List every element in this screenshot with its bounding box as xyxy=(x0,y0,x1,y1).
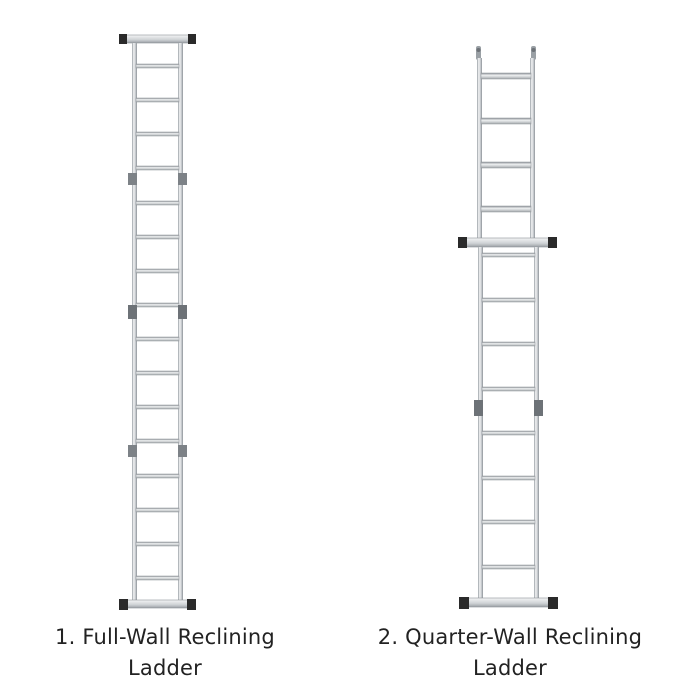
ladder-rung xyxy=(481,475,536,481)
hinge xyxy=(128,305,137,319)
ladder-rung xyxy=(135,507,180,513)
ladder-rung xyxy=(135,438,180,444)
full-wall-ladder xyxy=(119,34,196,610)
ladder-rung xyxy=(135,63,180,69)
ladder-1-top-crossbar xyxy=(123,34,193,44)
ladder-1-caption-line-1: 1. Full-Wall Reclining xyxy=(55,625,275,649)
ladder-2-mid-cap-left xyxy=(458,237,467,248)
ladder-2-caption-line-1: 2. Quarter-Wall Reclining xyxy=(377,625,643,649)
ladder-1-hinges xyxy=(128,173,187,457)
ladder-rung xyxy=(135,268,180,274)
ladder-1-top-cap-left xyxy=(119,34,127,44)
ladder-rung xyxy=(481,297,536,303)
ladder-2-rungs xyxy=(480,72,536,570)
ladder-2-upper-left-rail xyxy=(477,58,482,240)
ladder-1-caption-line-2: Ladder xyxy=(128,656,202,680)
ladder-rung xyxy=(480,205,532,213)
ladder-rung xyxy=(135,336,180,342)
ladder-2-bottom-crossbar xyxy=(463,597,555,608)
ladder-rung xyxy=(481,386,536,392)
ladder-rung xyxy=(135,165,180,171)
ladder-rung xyxy=(481,252,536,258)
ladder-2-mid-cap-right xyxy=(548,237,557,248)
hook-pin xyxy=(531,48,536,52)
quarter-wall-ladder xyxy=(458,46,558,609)
ladder-rung xyxy=(481,564,536,570)
ladder-2-foot-right xyxy=(548,597,558,609)
ladder-rung xyxy=(135,473,180,479)
ladder-2-foot-left xyxy=(459,597,469,609)
ladder-1-top-cap-right xyxy=(188,34,196,44)
ladder-2-upper-right-rail xyxy=(530,58,535,240)
hinge xyxy=(128,445,137,457)
ladder-rung xyxy=(135,541,180,547)
ladder-rung xyxy=(480,161,532,169)
ladder-rung xyxy=(135,234,180,240)
ladder-rung xyxy=(481,341,536,347)
ladder-1-right-rail xyxy=(178,43,183,603)
ladder-2-lower-right-rail xyxy=(534,247,539,599)
ladder-rung xyxy=(135,404,180,410)
hinge xyxy=(534,400,543,416)
hook-pin xyxy=(476,48,481,52)
ladder-rung xyxy=(480,72,532,80)
ladder-1-bottom-crossbar xyxy=(123,599,193,609)
ladder-2-mid-crossbar xyxy=(461,237,553,248)
ladder-2-caption: 2. Quarter-Wall Reclining Ladder xyxy=(355,622,665,684)
hinge xyxy=(178,305,187,319)
ladder-2-top-hooks xyxy=(476,46,536,60)
hinge xyxy=(178,445,187,457)
ladder-1-caption: 1. Full-Wall Reclining Ladder xyxy=(20,622,310,684)
ladder-2-hinges xyxy=(474,400,543,416)
ladder-rung xyxy=(135,97,180,103)
ladder-1-foot-left xyxy=(119,599,128,610)
ladder-rung xyxy=(480,117,532,125)
ladder-1-rungs xyxy=(135,63,180,581)
ladder-rung xyxy=(135,575,180,581)
ladder-rung xyxy=(135,131,180,137)
ladder-2-lower-left-rail xyxy=(478,247,483,599)
ladder-1-foot-right xyxy=(187,599,196,610)
ladder-rung xyxy=(135,370,180,376)
ladder-rung xyxy=(135,302,180,308)
hinge xyxy=(474,400,483,416)
ladder-rung xyxy=(481,430,536,436)
ladder-1-left-rail xyxy=(132,43,137,603)
hinge xyxy=(178,173,187,185)
ladder-2-caption-line-2: Ladder xyxy=(473,656,547,680)
hinge xyxy=(128,173,137,185)
ladder-rung xyxy=(135,200,180,206)
ladder-rung xyxy=(481,519,536,525)
